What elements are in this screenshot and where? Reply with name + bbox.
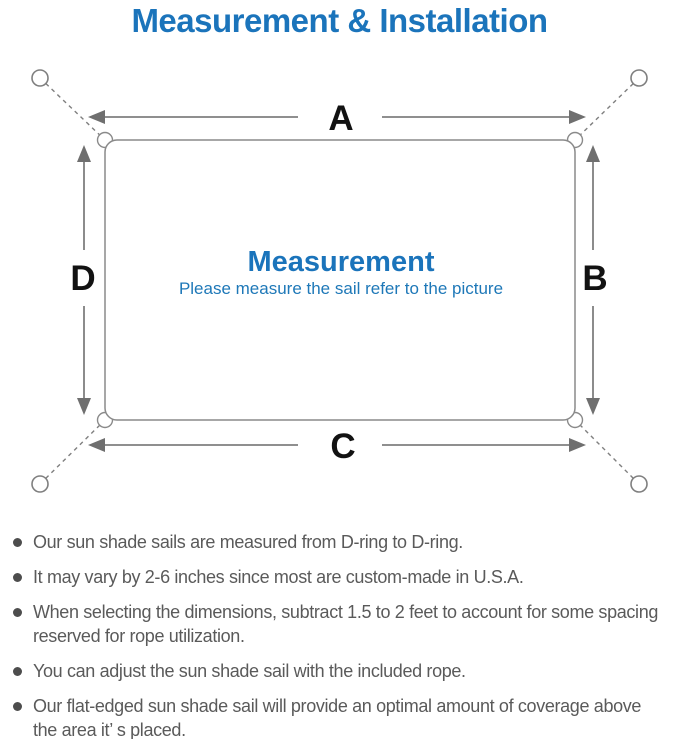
note-text: When selecting the dimensions, subtract … [33,600,658,648]
dimension-label-c: C [330,427,355,466]
bullet-icon [13,573,22,582]
note-line: Our flat-edged sun shade sail will provi… [33,696,642,716]
list-item: Our flat-edged sun shade sail will provi… [13,694,673,739]
dimension-arrow-a [88,110,586,124]
note-text: Our flat-edged sun shade sail will provi… [33,694,641,739]
note-line: It may vary by 2-6 inches since most are… [33,567,524,587]
note-text: Our sun shade sails are measured from D-… [33,530,463,554]
bullet-icon [13,702,22,711]
page-title: Measurement & Installation [131,2,548,39]
sail-measurement-diagram: A B C D Measurement Please measure the s… [31,69,648,493]
note-text: You can adjust the sun shade sail with t… [33,659,466,683]
bullet-icon [13,667,22,676]
list-item: It may vary by 2-6 inches since most are… [13,565,673,589]
note-line: the area it’ s placed. [33,720,186,739]
note-line: You can adjust the sun shade sail with t… [33,661,466,681]
dimension-arrow-d [77,145,91,415]
note-line: Our sun shade sails are measured from D-… [33,532,463,552]
list-item: When selecting the dimensions, subtract … [13,600,673,648]
note-text: It may vary by 2-6 inches since most are… [33,565,524,589]
dimension-label-a: A [328,99,353,138]
bullet-icon [13,608,22,617]
measurement-notes-list: Our sun shade sails are measured from D-… [13,530,673,739]
diagram-center-title: Measurement [248,246,435,278]
diagram-center-subtitle: Please measure the sail refer to the pic… [179,279,503,298]
anchor-ring-icons [31,69,648,493]
note-line: reserved for rope utilization. [33,626,245,646]
sail-rectangle [104,139,576,421]
list-item: You can adjust the sun shade sail with t… [13,659,673,683]
bullet-icon [13,538,22,547]
note-line: When selecting the dimensions, subtract … [33,602,659,622]
dimension-arrow-b [586,145,600,415]
dimension-label-b: B [582,259,607,298]
dimension-arrow-c [88,438,586,452]
list-item: Our sun shade sails are measured from D-… [13,530,673,554]
rope-dashed-lines [39,77,640,485]
dimension-label-d: D [70,259,95,298]
